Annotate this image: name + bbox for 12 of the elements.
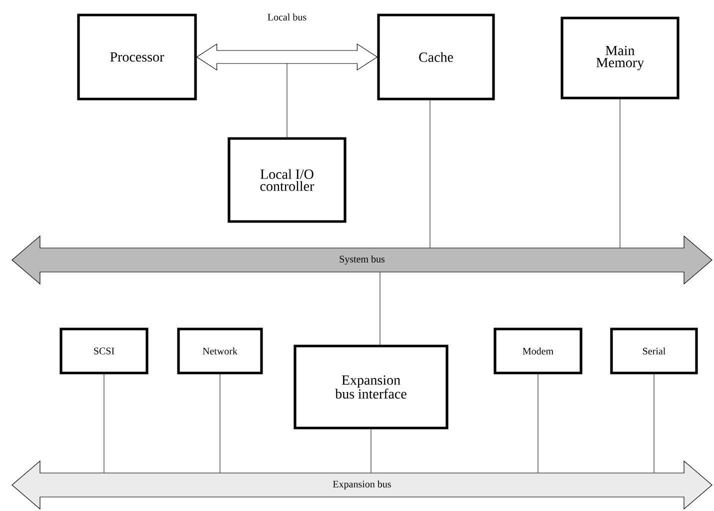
component-box: Processor bbox=[77, 14, 197, 100]
component-box: Expansion bus interface bbox=[294, 344, 448, 430]
component-box: Modem bbox=[494, 328, 582, 374]
component-box: Network bbox=[177, 328, 263, 374]
component-box: Cache bbox=[377, 14, 495, 100]
edge-label: Local bus bbox=[268, 13, 306, 21]
component-box: Local I/O controller bbox=[228, 137, 346, 223]
connector-line bbox=[370, 429, 372, 474]
component-box: SCSI bbox=[60, 328, 148, 374]
component-box: Serial bbox=[610, 328, 698, 374]
component-box: Main Memory bbox=[560, 16, 680, 100]
connector-line bbox=[286, 63, 288, 138]
